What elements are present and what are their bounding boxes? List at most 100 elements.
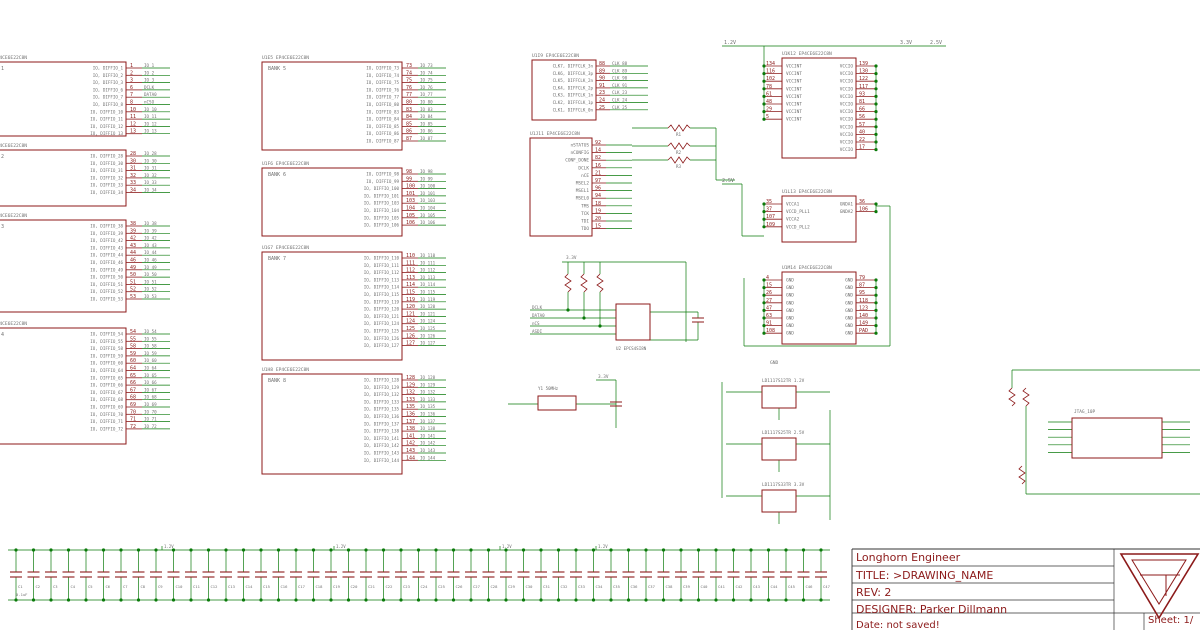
- bank6-body: [261, 167, 403, 237]
- flash-pullup-resistor: [580, 273, 588, 293]
- junction-dot: [49, 548, 53, 552]
- gnd-block-pin-function: GND: [786, 293, 794, 299]
- junction-dot: [874, 301, 878, 305]
- bank3-pin-function: IO, DIFFIO_38: [90, 224, 123, 229]
- bank1-net-label: IO_10: [144, 107, 157, 112]
- bank3-pin-number: 53: [130, 294, 136, 300]
- bank1-net-label: DATA0: [144, 92, 157, 97]
- gnd-block-pin-function: GND: [845, 278, 853, 284]
- config-pin-function: nSTATUS: [570, 143, 589, 149]
- bank8-pin-number: 143: [406, 448, 415, 454]
- junction-dot: [762, 87, 766, 91]
- bank4-pin-number: 60: [130, 358, 136, 364]
- bank2-net-label: IO_32: [144, 173, 157, 178]
- bank7-net-label: IO_127: [420, 341, 436, 346]
- bank6-pin-number: 101: [406, 191, 415, 197]
- bank8-pin-function: IO, DIFFIO_138: [364, 429, 400, 434]
- bank7-pin-number: 127: [406, 341, 415, 347]
- vcc-block-pin-function: VCCINT: [786, 86, 802, 92]
- junction-dot: [154, 548, 158, 552]
- bank6-pin-number: 104: [406, 206, 415, 212]
- junction-dot: [762, 94, 766, 98]
- bank4-body: [0, 327, 127, 445]
- bank2-pin-number: 28: [130, 151, 136, 157]
- junction-dot: [874, 324, 878, 328]
- bank4-net-label: IO_66: [144, 380, 157, 385]
- junction-dot: [416, 548, 421, 552]
- bank3-net-label: IO_46: [144, 258, 157, 263]
- bank8-pin-number: 144: [406, 455, 415, 461]
- bank4-net-label: IO_54: [144, 329, 157, 334]
- junction-dot: [731, 598, 736, 602]
- vcc-block-pin-number: 116: [766, 69, 775, 75]
- junction-dot: [539, 548, 543, 552]
- bank7-net-label: IO_114: [420, 282, 436, 287]
- vcc-block-pin-number: 117: [859, 84, 868, 90]
- bank3-pin-function: IO, DIFFIO_42: [90, 238, 123, 243]
- flash-net-label: ASDI: [532, 329, 543, 334]
- junction-dot: [399, 598, 403, 602]
- bank3-pin-number: 46: [130, 258, 136, 264]
- junction-dot: [626, 548, 631, 552]
- junction-dot: [504, 598, 508, 602]
- junction-dot: [819, 598, 823, 602]
- gnd-block-pin-function: GND: [786, 331, 794, 337]
- junction-dot: [346, 548, 351, 552]
- junction-dot: [762, 308, 766, 312]
- bank5-pin-function: IO, DIFFIO_84: [366, 117, 399, 122]
- bank8-net-label: IO_133: [420, 397, 436, 402]
- bank3-pin-function: IO, DIFFIO_44: [90, 253, 123, 258]
- gnd-block-pin-number: 108: [766, 328, 775, 334]
- junction-dot: [49, 598, 53, 602]
- pll-block-pin-number: 35: [766, 199, 772, 205]
- clock-pin-number: 24: [599, 98, 605, 104]
- bank1-pin-number: 10: [130, 107, 136, 113]
- bank4-pin-function: IO, DIFFIO_69: [90, 405, 123, 410]
- bank8-pin-function: IO, DIFFIO_129: [364, 385, 400, 390]
- decap-ref: C30: [526, 584, 534, 589]
- bank7-net-label: IO_115: [420, 290, 436, 295]
- bank1-net-label: IO_1: [144, 63, 155, 68]
- flash-body: [615, 303, 651, 341]
- bank3-net-label: IO_52: [144, 287, 157, 292]
- bank5-net-label: IO_73: [420, 63, 433, 68]
- decap-ref: C7: [123, 584, 128, 589]
- decap-ref: C35: [613, 584, 620, 589]
- bank5-net-label: IO_74: [420, 70, 433, 75]
- vcc-block-pin-number: 40: [859, 129, 865, 135]
- vcc-block-pin-function: VCCIO: [840, 102, 854, 108]
- bank3-pin-function: IO, DIFFIO_39: [90, 231, 123, 236]
- bank7-pin-function: IO, DIFFIO_114: [364, 285, 400, 290]
- junction-dot: [762, 278, 766, 282]
- bank4-ref: U1D4 EP4CE6E22C8N: [0, 321, 27, 327]
- pll-block-pin-function: VCCA2: [786, 217, 800, 223]
- bank7-pin-number: 121: [406, 311, 415, 317]
- gnd-block-pin-function: GND: [786, 278, 794, 284]
- decap-ref: C39: [683, 584, 691, 589]
- bank8-net-label: IO_132: [420, 390, 436, 395]
- bank2-pin-number: 33: [130, 180, 136, 186]
- jtag-header-ref: JTAG_10P: [1074, 409, 1096, 415]
- pullup-resistor: [667, 124, 691, 132]
- bank7-body: [261, 251, 403, 361]
- clock-block-body: [531, 59, 597, 121]
- bank8-net-label: IO_137: [420, 419, 436, 424]
- bank1-pin-number: 7: [130, 92, 133, 98]
- junction-dot: [574, 598, 578, 602]
- bank1-pin-number: 8: [130, 100, 133, 106]
- bank7-net-label: IO_124: [420, 319, 436, 324]
- vcc-block-pin-number: 93: [859, 91, 865, 97]
- junction-dot: [329, 598, 333, 602]
- junction-dot: [749, 598, 753, 602]
- bank8-pin-number: 133: [406, 397, 415, 403]
- junction-dot: [224, 598, 228, 602]
- vcc-block-pin-function: VCCIO: [840, 124, 854, 130]
- junction-dot: [762, 202, 766, 206]
- bank5-ref: U1E5 EP4CE6E22C8N: [262, 55, 309, 61]
- decap-ref: C28: [491, 584, 499, 589]
- bank5-pin-number: 75: [406, 78, 412, 84]
- bank1-pin-number: 6: [130, 85, 133, 91]
- bank3-net-label: IO_42: [144, 236, 157, 241]
- bank7-pin-function: IO, DIFFIO_119: [364, 299, 400, 304]
- gnd-block-pin-number: 149: [859, 321, 868, 327]
